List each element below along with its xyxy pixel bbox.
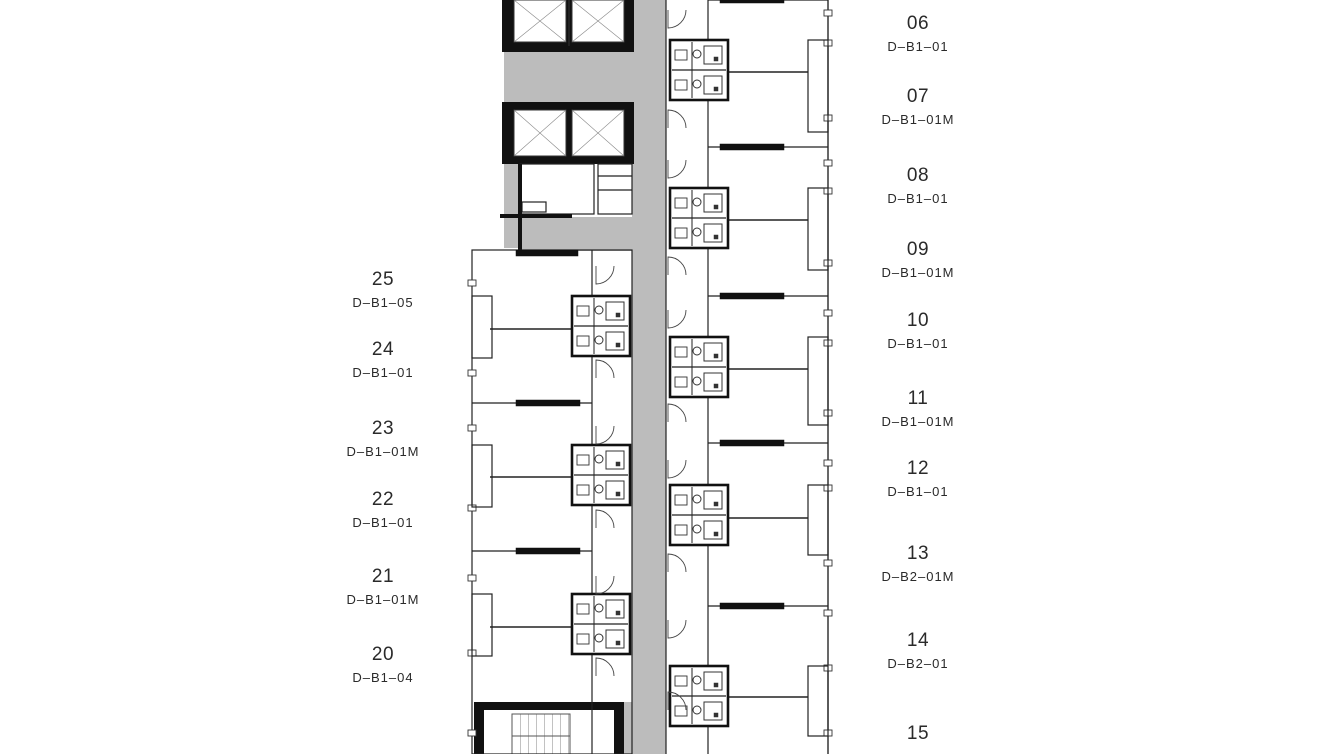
service-rooms — [500, 163, 633, 250]
unit-type: D–B1–01 — [887, 484, 949, 499]
unit-number: 20 — [371, 644, 395, 665]
unit-number: 11 — [907, 388, 929, 409]
unit-type: D–B2–01 — [887, 656, 949, 671]
unit-number: 25 — [371, 269, 395, 290]
unit-type: D–B1–01M — [881, 414, 955, 429]
unit-number: 22 — [371, 489, 395, 510]
unit-number: 15 — [906, 723, 930, 744]
unit-type: D–B1–04 — [352, 670, 414, 685]
unit-type: D–B1–01M — [346, 444, 420, 459]
unit-type: D–B1–01M — [346, 592, 420, 607]
stairwell — [474, 702, 624, 754]
unit-number: 13 — [906, 543, 930, 564]
elevator-lobby — [518, 50, 632, 102]
unit-type: D–B1–01 — [887, 191, 949, 206]
apartment-units — [467, 0, 833, 754]
unit-type: D–B1–01M — [881, 112, 955, 127]
unit-number: 12 — [906, 458, 930, 479]
unit-type: D–B2–01M — [881, 569, 955, 584]
unit-type: D–B1–01M — [881, 265, 955, 280]
unit-type: D–B1–01 — [352, 365, 414, 380]
core — [474, 0, 666, 754]
unit-number: 07 — [906, 86, 930, 107]
unit-number: 24 — [371, 339, 395, 360]
unit-number: 06 — [906, 13, 930, 34]
unit-number: 09 — [906, 239, 930, 260]
unit-number: 23 — [371, 418, 395, 439]
unit-type: D–B1–01 — [887, 39, 949, 54]
unit-number: 08 — [906, 165, 930, 186]
main-corridor — [632, 0, 666, 754]
unit-type: D–B1–01 — [352, 515, 414, 530]
elevator-bank-lower — [502, 102, 634, 164]
unit-number: 14 — [906, 630, 930, 651]
unit-label: 15 — [858, 724, 978, 749]
unit-number: 10 — [906, 310, 930, 331]
unit-type: D–B1–01 — [887, 336, 949, 351]
service-corridor — [520, 217, 632, 251]
unit-number: 21 — [371, 566, 395, 587]
unit-type: D–B1–05 — [352, 295, 414, 310]
elevator-bank-upper — [502, 0, 634, 52]
